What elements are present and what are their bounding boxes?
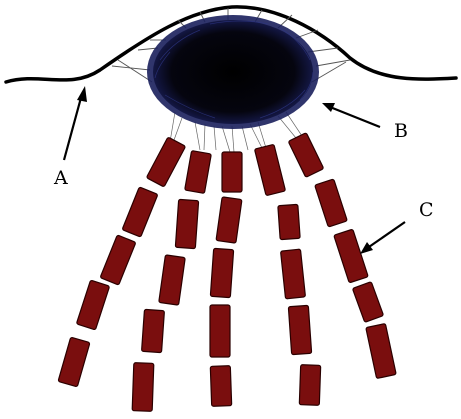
filament-segment bbox=[254, 144, 285, 195]
label-b: B bbox=[394, 120, 408, 142]
filament-segment bbox=[210, 248, 233, 297]
arrow-c bbox=[360, 222, 405, 254]
filament-segment bbox=[146, 137, 185, 187]
filament-segment bbox=[210, 366, 231, 407]
filament-segment bbox=[299, 365, 320, 406]
filament-segment bbox=[216, 197, 242, 243]
label-a: A bbox=[53, 167, 68, 189]
filament-segment bbox=[315, 179, 348, 227]
filament-4 bbox=[254, 144, 320, 405]
filament-3 bbox=[210, 152, 242, 406]
filament-segment bbox=[100, 235, 136, 285]
filaments bbox=[58, 133, 396, 412]
filament-segment bbox=[159, 255, 185, 305]
filament-segment bbox=[175, 199, 198, 248]
arrow-b bbox=[322, 103, 380, 127]
filament-segment bbox=[281, 249, 306, 299]
filament-segment bbox=[334, 229, 368, 283]
arrow-a bbox=[64, 86, 87, 160]
filament-segment bbox=[288, 133, 324, 178]
filament-segment bbox=[132, 363, 154, 412]
filament-segment bbox=[278, 204, 300, 239]
filament-segment bbox=[366, 323, 396, 378]
filament-segment bbox=[288, 305, 311, 354]
filament-segment bbox=[185, 151, 212, 194]
label-c: C bbox=[419, 199, 434, 221]
filament-segment bbox=[58, 337, 90, 387]
filament-segment bbox=[142, 309, 165, 352]
filament-segment bbox=[352, 282, 383, 323]
cell-body bbox=[153, 20, 313, 124]
filament-segment bbox=[210, 305, 230, 357]
filament-segment bbox=[122, 187, 158, 237]
filament-segment bbox=[222, 152, 242, 192]
filament-segment bbox=[76, 280, 109, 330]
